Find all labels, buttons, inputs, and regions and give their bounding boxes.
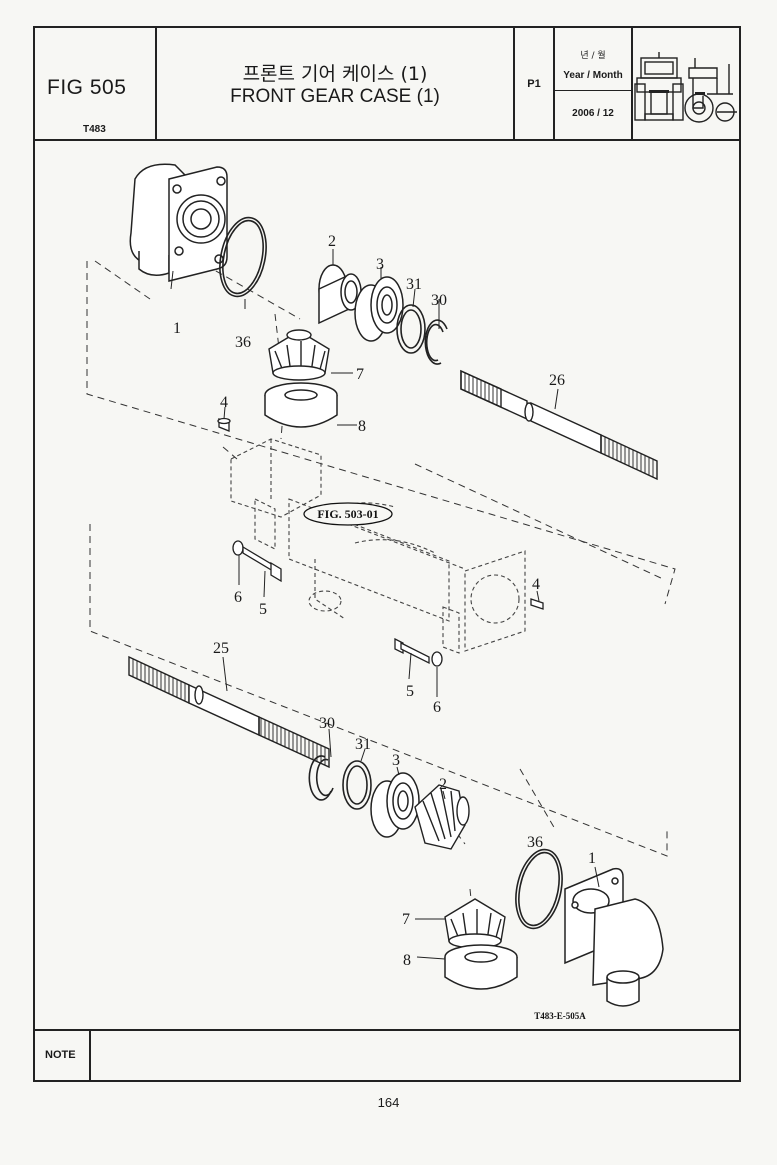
ring-31-top bbox=[396, 304, 426, 354]
pin-right bbox=[530, 598, 544, 610]
bearing-top bbox=[354, 276, 404, 342]
callout-31-bottom: 31 bbox=[355, 736, 371, 753]
date-divider bbox=[555, 90, 631, 91]
callouts: 1 36 2 3 31 30 7 8 26 4 6 5 4 25 5 6 30 … bbox=[173, 233, 596, 969]
note-label: NOTE bbox=[35, 1031, 91, 1080]
date-label-english: Year / Month bbox=[563, 70, 623, 81]
callout-3-top: 3 bbox=[376, 256, 384, 273]
bearing-bottom bbox=[370, 772, 420, 838]
washer-left bbox=[232, 540, 244, 556]
oring-bottom bbox=[515, 848, 563, 930]
note-row: NOTE bbox=[35, 1029, 739, 1080]
logo-cell bbox=[633, 28, 739, 139]
callout-6-left: 6 bbox=[234, 589, 242, 606]
callout-25: 25 bbox=[213, 640, 229, 657]
reference-label: FIG. 503-01 bbox=[303, 502, 393, 526]
page-number: 164 bbox=[377, 1095, 400, 1110]
washer-right bbox=[431, 651, 443, 667]
callout-8-bottom: 8 bbox=[403, 952, 411, 969]
date-cell: 년 / 월 Year / Month 2006 / 12 bbox=[555, 28, 633, 139]
bevel-gear-7-bottom bbox=[444, 898, 506, 949]
callout-36-top: 36 bbox=[235, 334, 251, 351]
callout-5-left: 5 bbox=[259, 601, 267, 618]
callout-3-bottom: 3 bbox=[392, 752, 400, 769]
fig-number: FIG 505 bbox=[47, 76, 127, 99]
tractor-icon bbox=[634, 52, 737, 123]
shaft-25 bbox=[128, 655, 330, 769]
page-label: P1 bbox=[527, 78, 541, 90]
callout-8-top: 8 bbox=[358, 418, 366, 435]
fig-code: T483 bbox=[83, 124, 106, 135]
fig-cell: FIG 505 T483 bbox=[35, 28, 157, 139]
callout-30-top: 30 bbox=[431, 292, 447, 309]
gear-case bbox=[230, 438, 526, 654]
callout-7-bottom: 7 bbox=[402, 911, 410, 928]
snap-ring-bottom bbox=[308, 755, 334, 801]
page-cell: P1 bbox=[515, 28, 555, 139]
parts-drawing: FIG. 503-01 bbox=[86, 163, 676, 1021]
bevel-gear-bottom bbox=[414, 784, 470, 850]
shaft-26 bbox=[460, 369, 658, 481]
leader-lines bbox=[170, 249, 600, 960]
callout-4-right: 4 bbox=[532, 576, 540, 593]
pin-left bbox=[217, 417, 231, 432]
bearing-8-top bbox=[264, 382, 338, 428]
parts-sheet: FIG 505 T483 프론트 기어 케이스 (1) FRONT GEAR C… bbox=[33, 26, 741, 1082]
snap-ring-top bbox=[424, 319, 448, 365]
callout-30-bottom: 30 bbox=[319, 715, 335, 732]
bolt-right bbox=[394, 637, 430, 665]
exploded-diagram: FIG. 503-01 bbox=[35, 139, 739, 1029]
date-label-korean: 년 / 월 bbox=[580, 51, 606, 61]
callout-2-top: 2 bbox=[328, 233, 336, 250]
bevel-gear-top bbox=[268, 329, 330, 381]
reference-label-text: FIG. 503-01 bbox=[317, 507, 378, 521]
oring-top bbox=[219, 216, 267, 298]
bearing-8-bottom bbox=[444, 944, 518, 990]
title-english: FRONT GEAR CASE (1) bbox=[230, 86, 440, 107]
callout-36-bottom: 36 bbox=[527, 834, 543, 851]
callout-6-right: 6 bbox=[433, 699, 441, 716]
callout-26: 26 bbox=[549, 372, 565, 389]
date-value: 2006 / 12 bbox=[572, 108, 614, 119]
header-table: FIG 505 T483 프론트 기어 케이스 (1) FRONT GEAR C… bbox=[35, 28, 739, 141]
callout-1-bottom: 1 bbox=[588, 850, 596, 867]
callout-1-top: 1 bbox=[173, 320, 181, 337]
callout-2-bottom: 2 bbox=[439, 776, 447, 793]
bolt-left bbox=[242, 545, 282, 583]
housing-top bbox=[129, 163, 228, 282]
callout-4-left: 4 bbox=[220, 394, 228, 411]
ring-31-bottom bbox=[342, 760, 372, 810]
housing-bottom bbox=[564, 867, 664, 1007]
callout-5-right: 5 bbox=[406, 683, 414, 700]
title-cell: 프론트 기어 케이스 (1) FRONT GEAR CASE (1) bbox=[157, 28, 515, 139]
callout-7-top: 7 bbox=[356, 366, 364, 383]
drawing-code: T483-E-505A bbox=[534, 1011, 586, 1021]
callout-31-top: 31 bbox=[406, 276, 422, 293]
title-korean: 프론트 기어 케이스 (1) bbox=[242, 63, 428, 85]
